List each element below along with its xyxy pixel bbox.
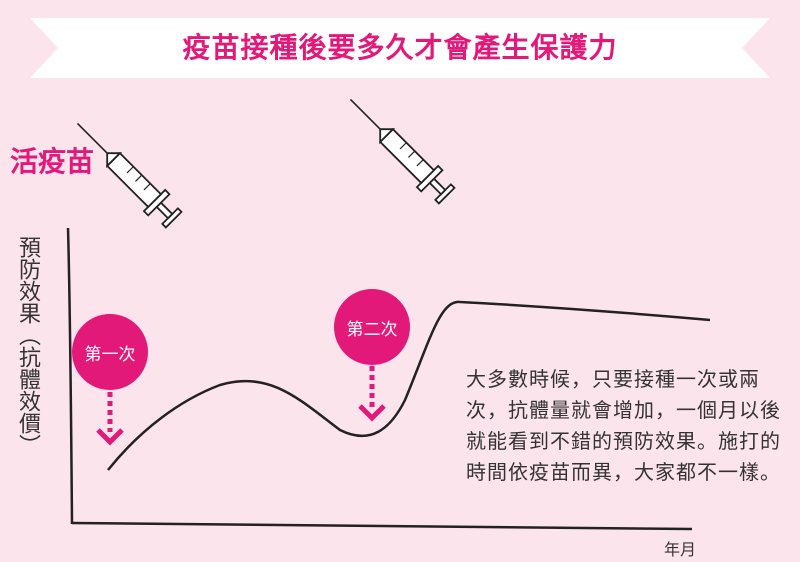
- section-heading: 活疫苗: [10, 145, 95, 178]
- dose-badge-first: 第一次: [72, 314, 148, 390]
- syringe-icon: [349, 98, 456, 205]
- arrow-down-icon: [358, 366, 386, 422]
- y-axis: [66, 227, 74, 525]
- syringe-icon: [76, 122, 183, 229]
- title-banner: [30, 18, 770, 78]
- arrow-down-icon: [96, 392, 124, 446]
- page-title: 疫苗接種後要多久才會產生保護力: [182, 31, 618, 64]
- description-text: 大多數時候，只要接種一次或兩次，抗體量就會增加，一個月以後就能看到不錯的預防效果…: [466, 367, 781, 484]
- antibody-curve: [107, 300, 711, 471]
- x-axis-label: 年月: [664, 540, 697, 559]
- x-axis: [71, 521, 693, 531]
- dose-badge-second: 第二次: [334, 289, 410, 365]
- y-axis-label: 預防效果（抗體效價）: [15, 236, 40, 456]
